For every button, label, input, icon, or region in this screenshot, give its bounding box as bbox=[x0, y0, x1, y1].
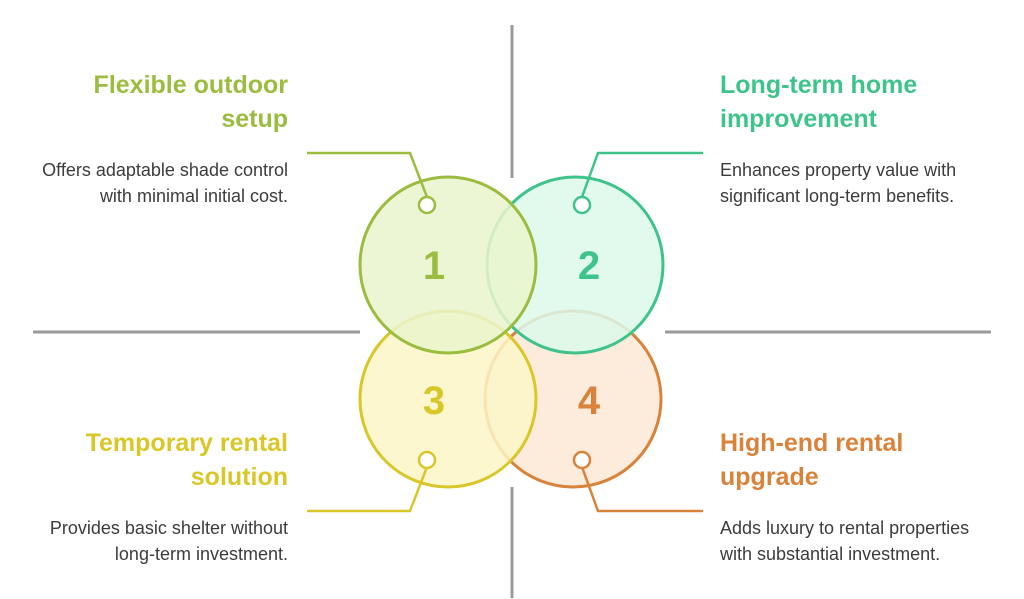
anchor-dot-2 bbox=[572, 195, 592, 215]
number-3: 3 bbox=[423, 379, 445, 423]
quadrant-4-description: Adds luxury to rental properties with su… bbox=[720, 518, 970, 564]
leader-line-1 bbox=[307, 151, 429, 198]
leader-line-3 bbox=[307, 466, 429, 513]
number-4: 4 bbox=[578, 379, 601, 423]
anchor-dot-1 bbox=[417, 195, 437, 215]
quadrant-2-description: Enhances property value with significant… bbox=[720, 160, 957, 206]
quadrant-3-title: Temporary rental solution bbox=[85, 429, 288, 491]
anchor-dot-4 bbox=[572, 450, 592, 470]
leader-line-2 bbox=[580, 151, 703, 198]
number-1: 1 bbox=[423, 244, 445, 288]
anchor-dot-3 bbox=[417, 450, 437, 470]
quadrant-2-title: Long-term home improvement bbox=[720, 71, 918, 133]
quadrant-4-title: High-end rental upgrade bbox=[720, 429, 904, 491]
circle-1 bbox=[358, 175, 538, 355]
number-2: 2 bbox=[578, 244, 600, 288]
quadrant-3-description: Provides basic shelter without long-term… bbox=[49, 518, 288, 564]
quadrant-1-description: Offers adaptable shade control with mini… bbox=[42, 160, 288, 206]
quadrant-1-title: Flexible outdoor setup bbox=[93, 71, 288, 133]
leader-line-4 bbox=[580, 466, 703, 513]
